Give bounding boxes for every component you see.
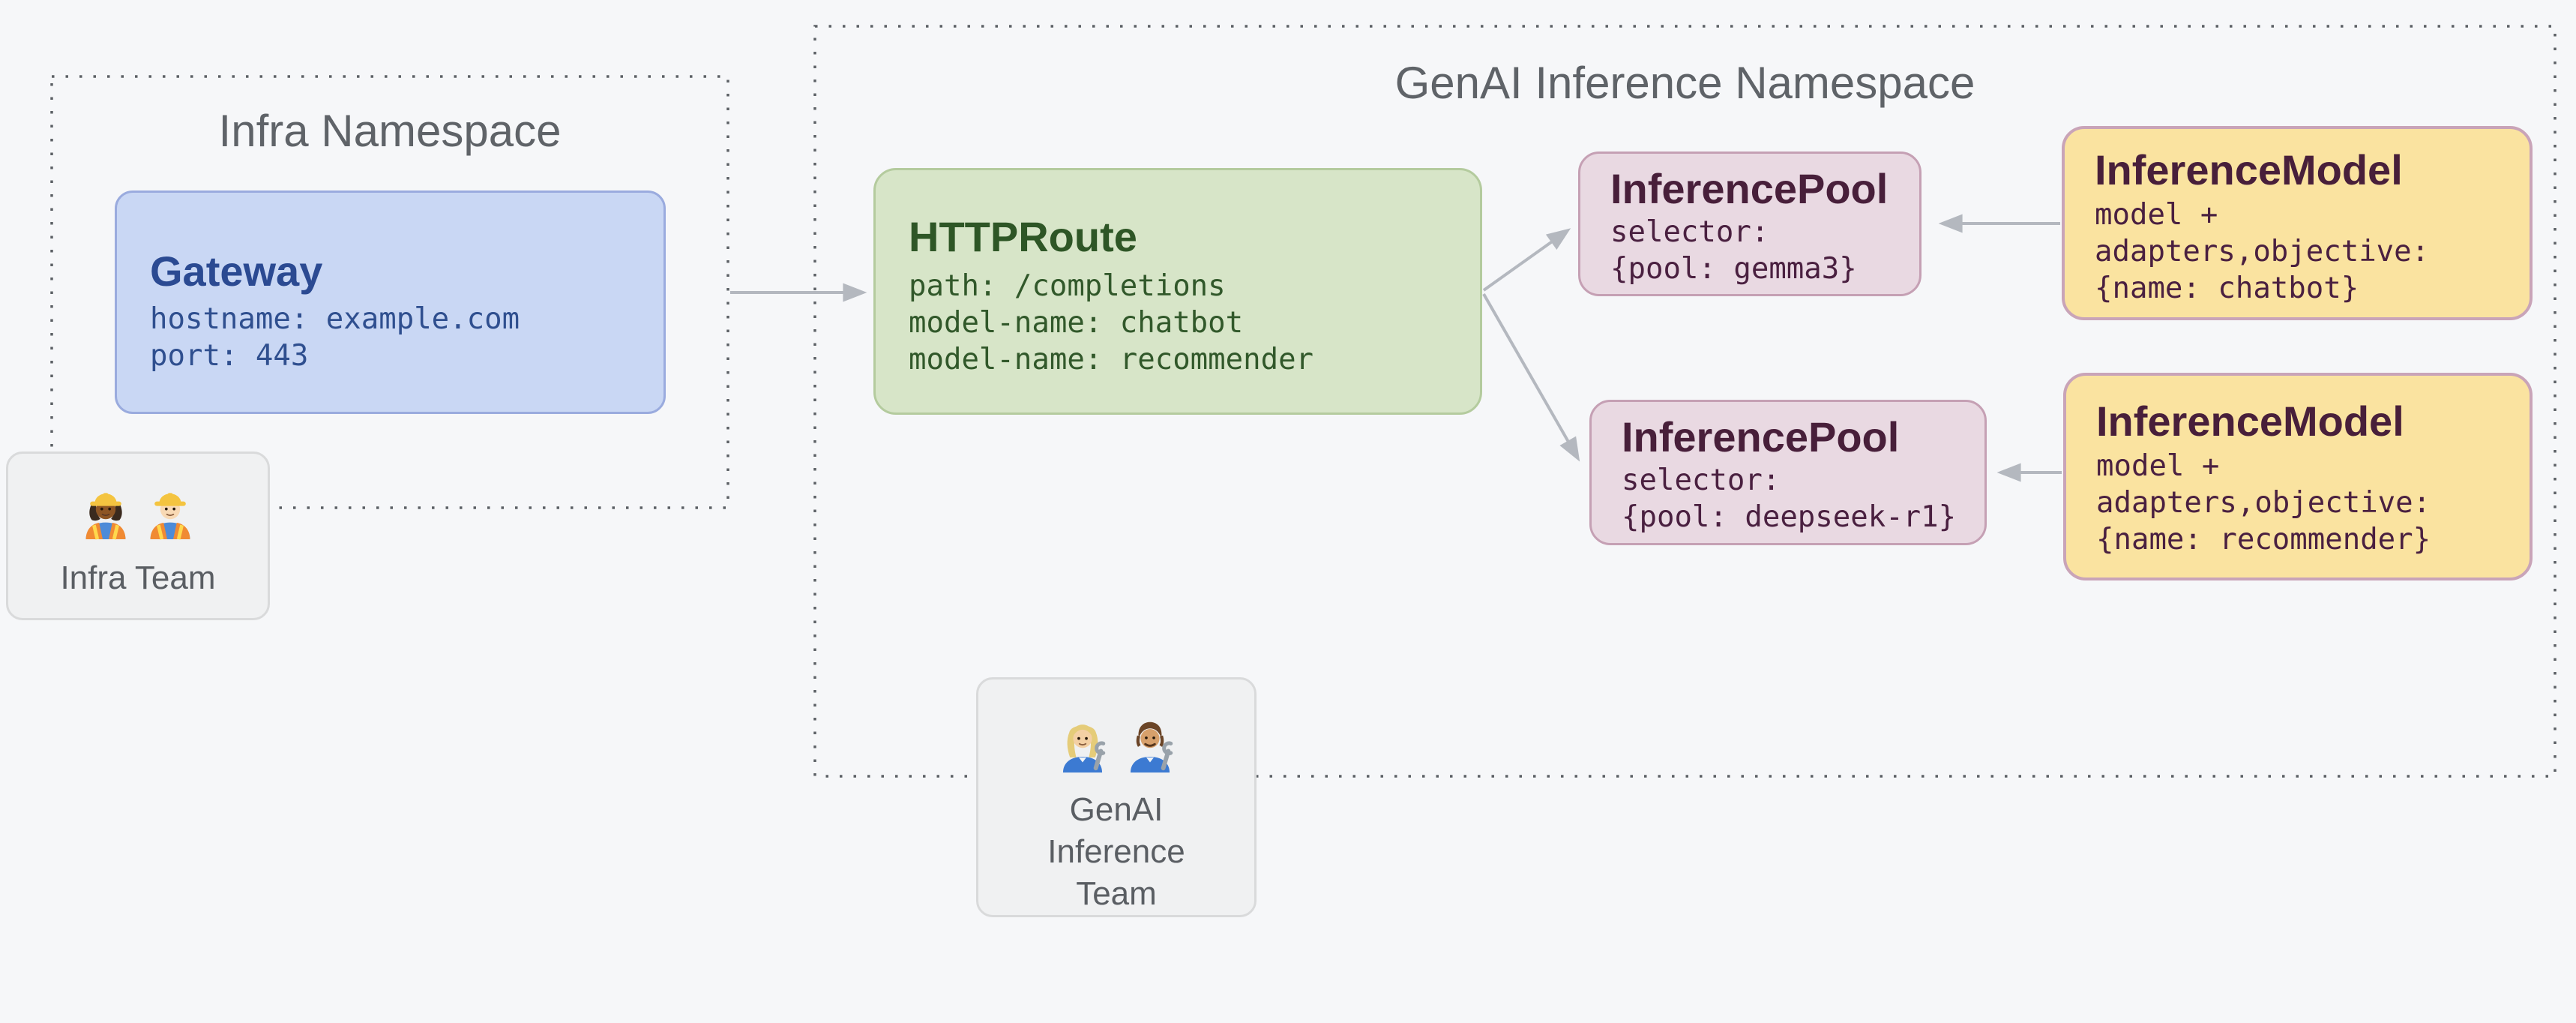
- infra-team-card: Infra Team: [6, 452, 270, 620]
- inferencemodel-chatbot-model-line: model +: [2095, 198, 2218, 232]
- genai-team-label-line: Team: [1076, 875, 1157, 912]
- inferencemodel-recommender-model-line: model +: [2096, 449, 2220, 483]
- infra-namespace-border: [50, 75, 729, 509]
- arrow-httproute-to-pool-gemma3: [1482, 228, 1571, 292]
- mechanic-woman-icon: [1062, 724, 1106, 772]
- genai-namespace-border: [813, 25, 2557, 778]
- genai-team-label-line: Inference: [1047, 833, 1185, 870]
- inferencemodel-recommender-adapters-line: adapters,objective:: [2096, 486, 2431, 520]
- arrow-httproute-to-pool-deepseek: [1482, 293, 1580, 462]
- gateway-hostname-line: hostname: example.com: [150, 302, 520, 336]
- inferencemodel-recommender-name-line: {name: recommender}: [2096, 523, 2431, 556]
- inferencemodel-chatbot-node: InferenceModel model + adapters,objectiv…: [2062, 126, 2533, 320]
- inferencepool-deepseek-node: InferencePool selector: {pool: deepseek-…: [1589, 400, 1987, 545]
- gateway-node: Gateway hostname: example.com port: 443: [115, 190, 666, 414]
- infra-namespace-title: Infra Namespace: [218, 106, 562, 156]
- httproute-path-line: path: /completions: [909, 269, 1226, 303]
- construction-worker-woman-icon: [85, 493, 126, 540]
- inferencemodel-recommender-title: InferenceModel: [2096, 398, 2404, 445]
- inferencepool-gemma3-title: InferencePool: [1610, 165, 1889, 212]
- httproute-node: HTTPRoute path: /completions model-name:…: [873, 168, 1482, 415]
- inferencepool-gemma3-pool-line: {pool: gemma3}: [1610, 252, 1857, 286]
- infra-team-label: Infra Team: [60, 560, 216, 596]
- genai-team-card: GenAI Inference Team: [976, 677, 1257, 917]
- infra-team-icons: [8, 472, 268, 547]
- httproute-model-recommender-line: model-name: recommender: [909, 343, 1314, 376]
- gateway-port-line: port: 443: [150, 339, 309, 373]
- inferencemodel-chatbot-name-line: {name: chatbot}: [2095, 272, 2359, 305]
- mechanic-man-icon: [1130, 722, 1173, 772]
- inferencepool-gemma3-node: InferencePool selector: {pool: gemma3}: [1578, 152, 1922, 296]
- genai-team-icons: [978, 702, 1254, 780]
- inferencepool-deepseek-selector-line: selector:: [1622, 464, 1781, 497]
- inferencemodel-recommender-node: InferenceModel model + adapters,objectiv…: [2063, 373, 2533, 580]
- inferencepool-deepseek-pool-line: {pool: deepseek-r1}: [1622, 500, 1957, 534]
- genai-team-label-line: GenAI: [1069, 791, 1164, 828]
- construction-worker-man-icon: [150, 493, 190, 540]
- httproute-model-chatbot-line: model-name: chatbot: [909, 306, 1244, 340]
- inferencepool-gemma3-selector-line: selector:: [1610, 215, 1769, 249]
- httproute-title: HTTPRoute: [909, 213, 1137, 260]
- genai-namespace-title: GenAI Inference Namespace: [1394, 58, 1975, 108]
- inferencepool-deepseek-title: InferencePool: [1622, 413, 1900, 460]
- inferencemodel-chatbot-title: InferenceModel: [2095, 146, 2403, 194]
- gateway-title: Gateway: [150, 248, 323, 295]
- inferencemodel-chatbot-adapters-line: adapters,objective:: [2095, 235, 2430, 268]
